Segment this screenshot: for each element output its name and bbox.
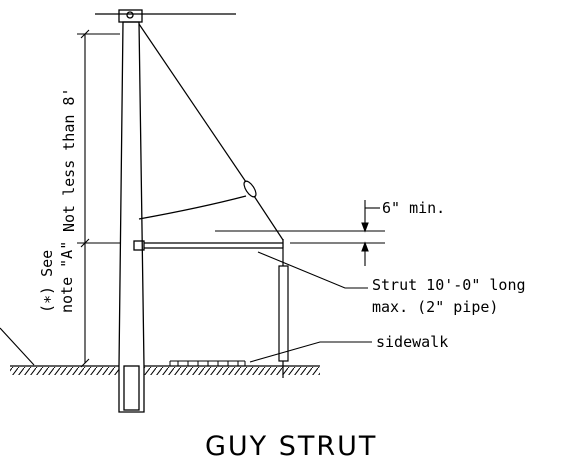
- see-note-label-line2: note "A": [58, 241, 76, 313]
- strut-label-line1: Strut 10'-0" long: [372, 276, 526, 294]
- support-rod: [278, 248, 289, 378]
- strut-label-line2: max. (2" pipe): [372, 298, 498, 316]
- vertical-dimension-label: Not less than 8': [60, 88, 78, 233]
- sidewalk-slab: [169, 360, 246, 366]
- sag-wire: [138, 195, 247, 220]
- diagram-title: GUY STRUT: [205, 431, 377, 460]
- leader-lines: [0, 251, 372, 366]
- see-note-label-line1: (∗) See: [38, 250, 56, 313]
- min-offset-dimension: [215, 200, 385, 266]
- top-wire: [95, 9, 236, 23]
- strut-pipe: [133, 239, 284, 251]
- utility-pole: [118, 21, 145, 413]
- guy-wire: [138, 23, 284, 241]
- ground-line: [10, 365, 320, 375]
- vertical-dimension: [77, 29, 120, 368]
- sidewalk-label: sidewalk: [376, 333, 448, 351]
- min-offset-label: 6" min.: [382, 199, 445, 217]
